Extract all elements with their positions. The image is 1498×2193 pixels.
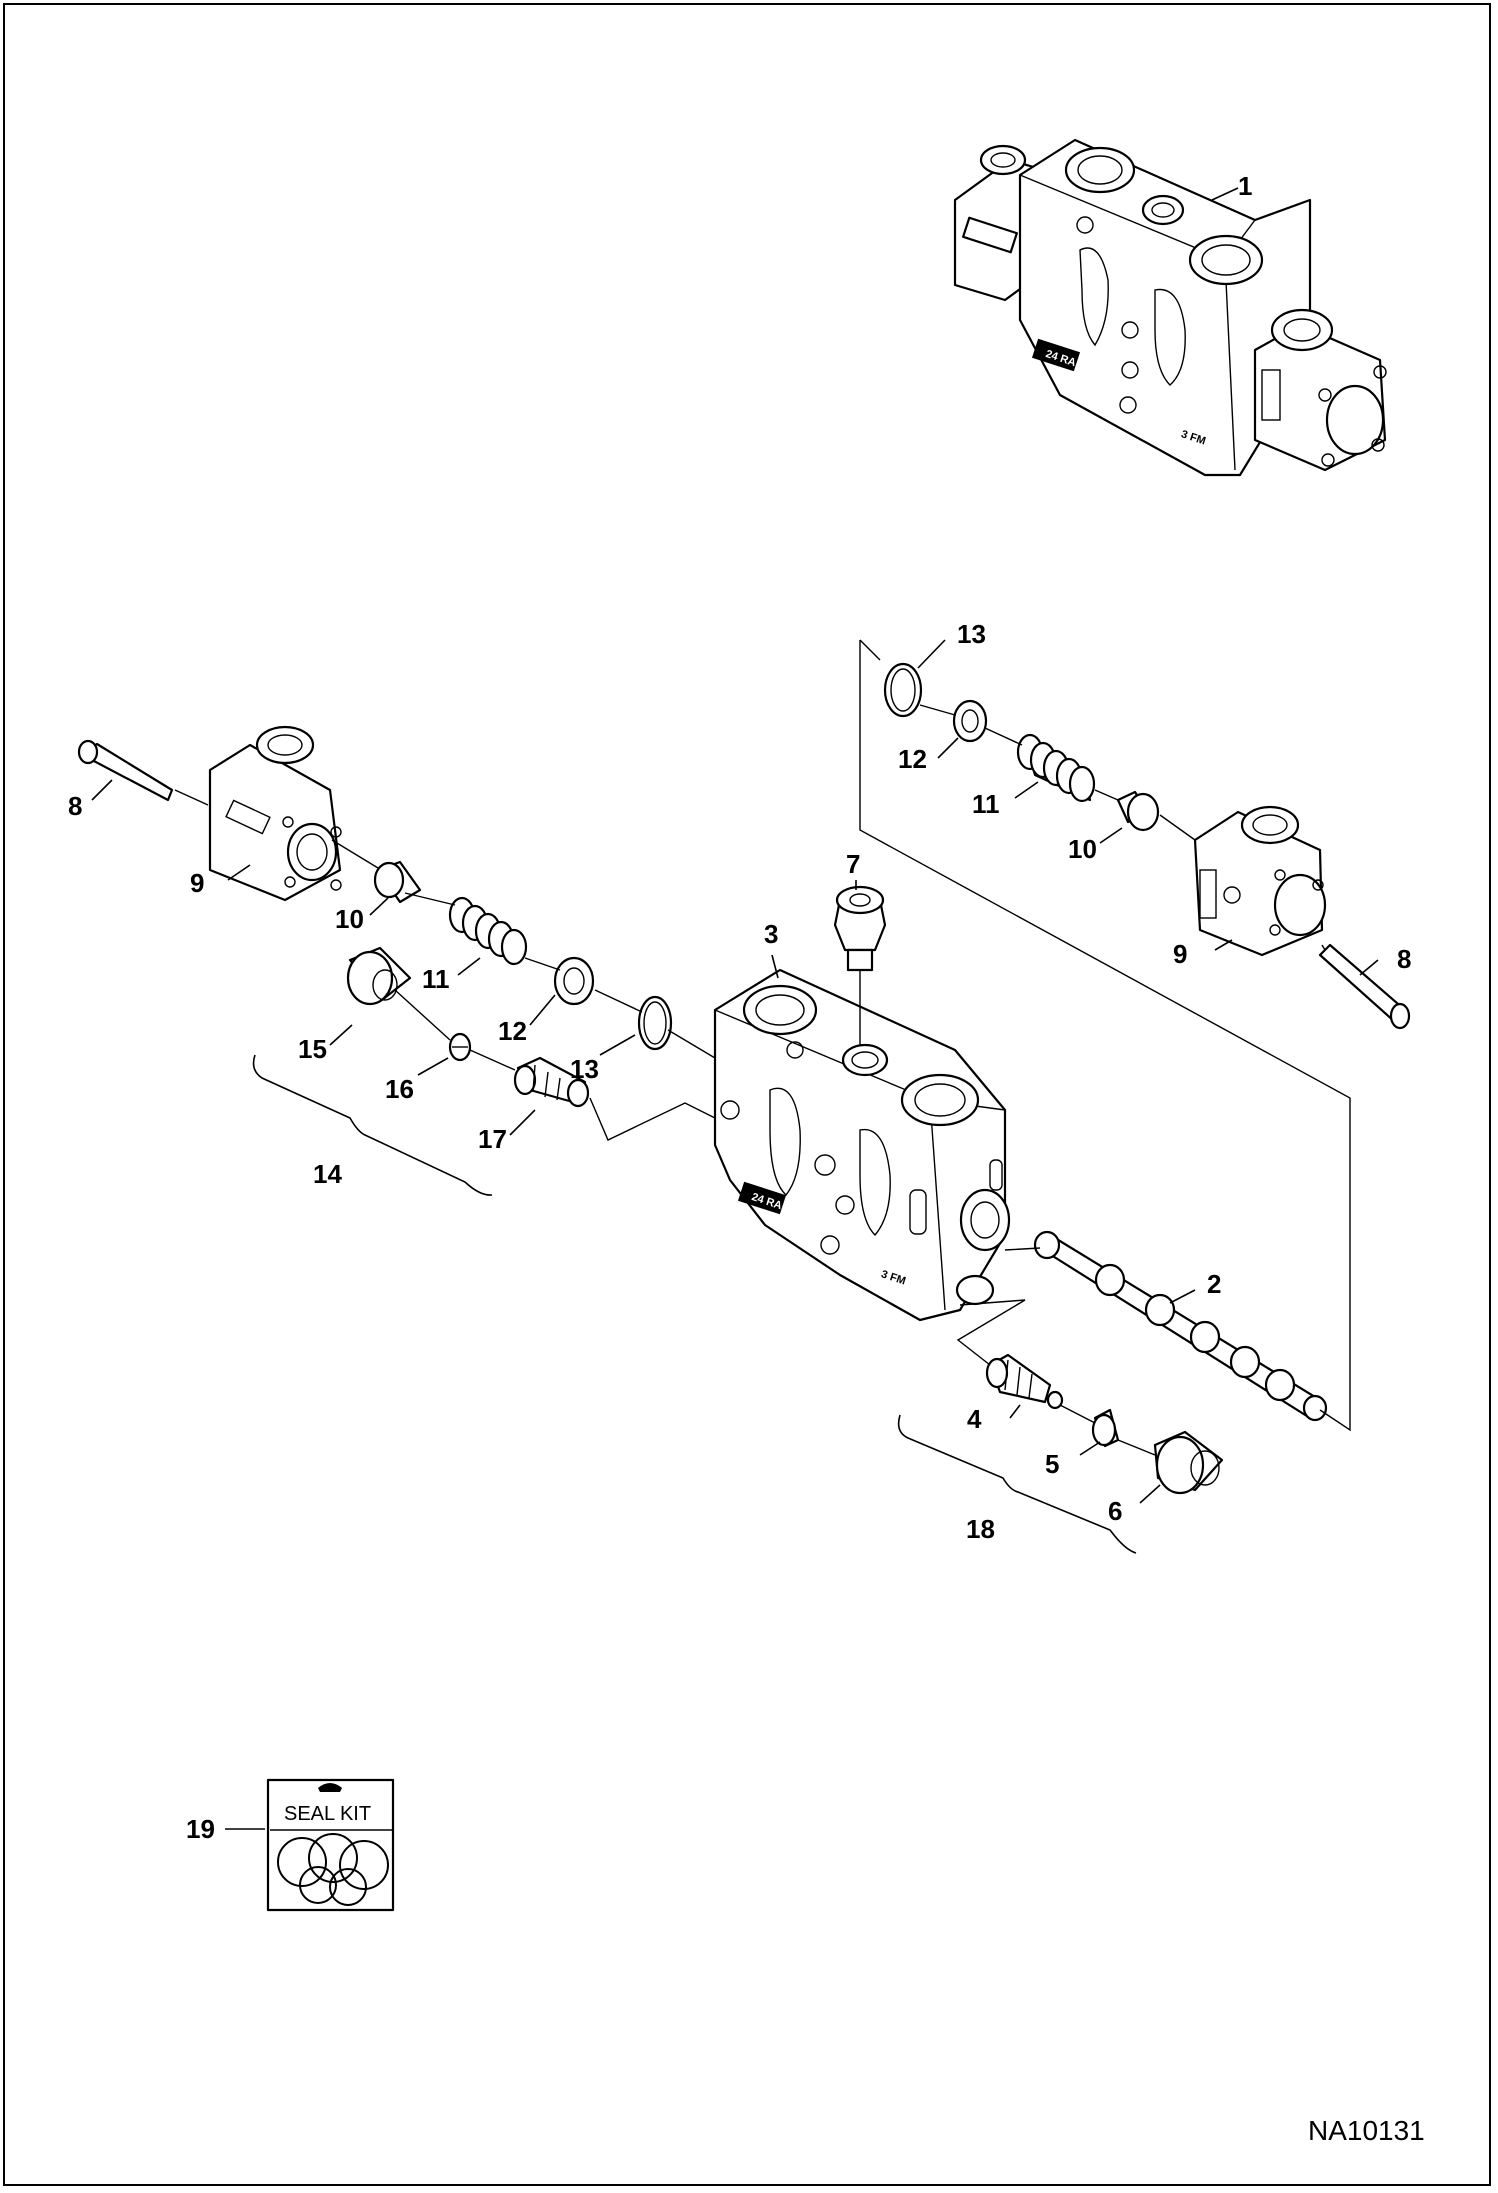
callout-12-left: 12 (498, 1016, 527, 1046)
spring-left (448, 896, 528, 966)
callout-19: 19 (186, 1814, 215, 1844)
callout-4: 4 (967, 1404, 982, 1434)
callout-15: 15 (298, 1034, 327, 1064)
valve-section-assembly: 24 RA 3 FM (953, 138, 1387, 477)
callout-8-right: 8 (1397, 944, 1411, 974)
callout-14: 14 (313, 1159, 342, 1189)
right-end-cap-group (883, 662, 1411, 1030)
callout-17: 17 (478, 1124, 507, 1154)
callout-12-right: 12 (898, 744, 927, 774)
left-relief-valve-group (346, 946, 590, 1108)
valve-body: 24 RA 3 FM (713, 968, 1011, 1322)
callout-9-right: 9 (1173, 939, 1187, 969)
callout-6: 6 (1108, 1496, 1122, 1526)
spring-right (1016, 733, 1096, 803)
callout-2: 2 (1207, 1269, 1221, 1299)
right-relief-valve-group (985, 1353, 1224, 1495)
callout-9-left: 9 (190, 868, 204, 898)
bracket-group-14 (252, 1054, 493, 1196)
drawing-reference-number: NA10131 (1308, 2115, 1425, 2146)
callout-10-right: 10 (1068, 834, 1097, 864)
bracket-group-18 (897, 1414, 1137, 1554)
leader-lines (91, 187, 1379, 1830)
page-border (3, 3, 1491, 2186)
callout-1: 1 (1238, 171, 1252, 201)
seal-kit-label: SEAL KIT (284, 1803, 371, 1825)
spool (1033, 1230, 1328, 1422)
callouts: 1 2 3 4 5 6 7 8 8 9 9 10 10 11 11 12 12 … (68, 171, 1411, 1844)
callout-13-right: 13 (957, 619, 986, 649)
callout-11-left: 11 (422, 964, 450, 994)
assembly-lines (174, 639, 1351, 1456)
left-end-cap-group (77, 725, 673, 1051)
top-plug (833, 885, 887, 972)
callout-7: 7 (846, 849, 860, 879)
callout-3: 3 (764, 919, 778, 949)
callout-11-right: 11 (972, 789, 1000, 819)
callout-10-left: 10 (335, 904, 364, 934)
callout-13-left: 13 (570, 1054, 599, 1084)
callout-5: 5 (1045, 1449, 1059, 1479)
seal-kit: SEAL KIT (266, 1778, 395, 1912)
callout-16: 16 (385, 1074, 414, 1104)
callout-18: 18 (966, 1514, 995, 1544)
callout-8-left: 8 (68, 791, 82, 821)
